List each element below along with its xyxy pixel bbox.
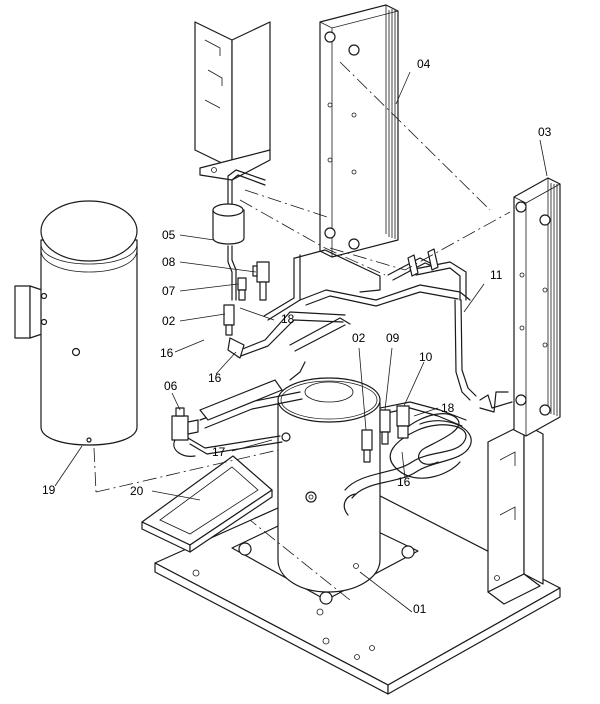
label-03: 03 xyxy=(538,125,552,139)
label-17: 17 xyxy=(212,445,226,459)
label-04: 04 xyxy=(417,57,431,71)
label-20: 20 xyxy=(130,484,144,498)
part-labels: 01 02 02 03 04 05 06 07 08 09 10 11 16 1… xyxy=(42,57,552,616)
assembly-lines xyxy=(93,61,511,601)
label-02-left: 02 xyxy=(162,314,176,328)
plate-heat-exchanger-03 xyxy=(513,177,561,437)
label-08: 08 xyxy=(162,255,176,269)
label-06: 06 xyxy=(164,379,178,393)
label-18-left: 18 xyxy=(281,312,295,326)
label-01: 01 xyxy=(413,602,427,616)
label-07: 07 xyxy=(162,284,176,298)
compressor xyxy=(231,377,419,605)
plate-heat-exchanger-04 xyxy=(319,4,399,258)
label-19: 19 xyxy=(42,483,56,497)
receiver-tank xyxy=(14,200,138,446)
leader-lines xyxy=(54,71,548,613)
label-10: 10 xyxy=(419,350,433,364)
refrigerant-piping xyxy=(187,248,513,516)
drip-tray xyxy=(141,455,273,553)
label-11: 11 xyxy=(490,268,503,282)
bracket-right xyxy=(487,423,544,605)
label-16-right: 16 xyxy=(397,475,411,489)
label-05: 05 xyxy=(162,228,176,242)
label-02-right: 02 xyxy=(352,331,366,345)
label-16-middle: 16 xyxy=(208,371,222,385)
label-16-left: 16 xyxy=(160,346,174,360)
label-09: 09 xyxy=(386,331,400,345)
label-18-right: 18 xyxy=(441,401,455,415)
valves xyxy=(171,261,410,463)
filter-dryer xyxy=(212,169,266,301)
bracket-left xyxy=(194,21,271,181)
